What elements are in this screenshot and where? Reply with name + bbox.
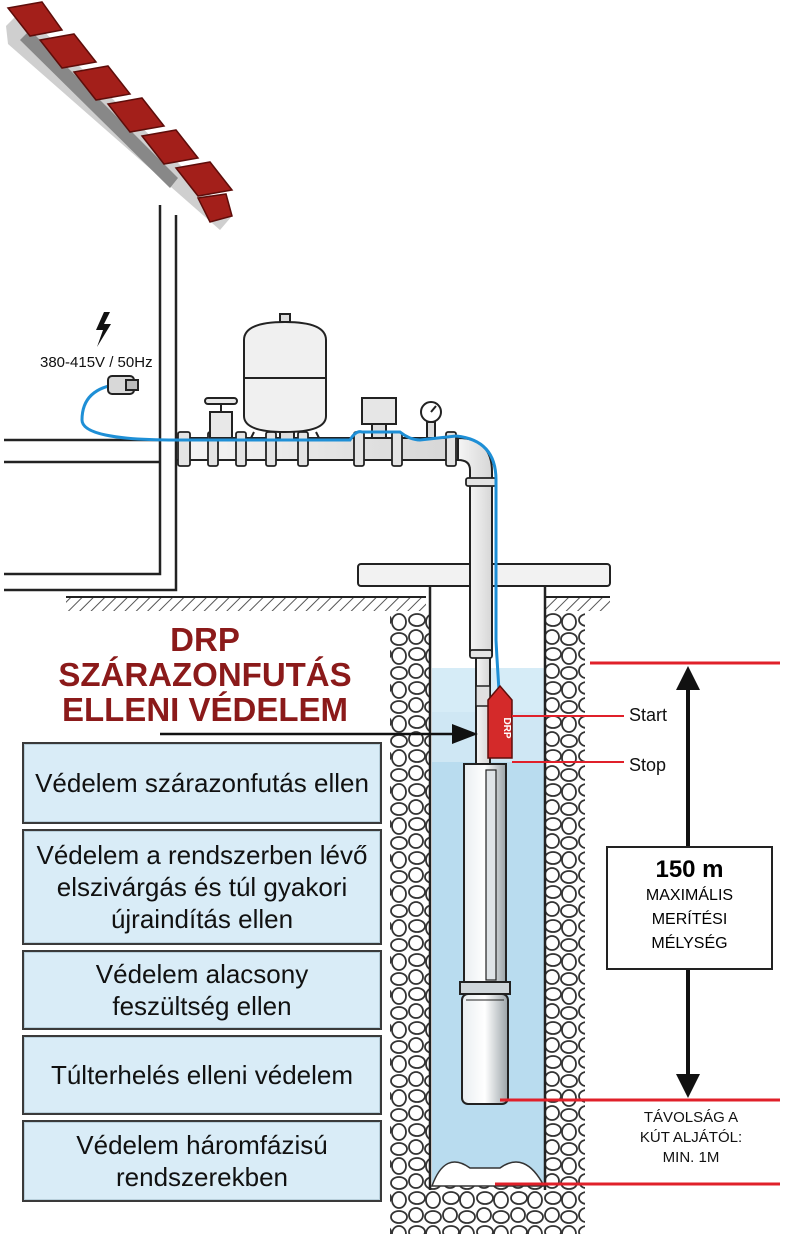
product-title-line1: DRP	[170, 621, 240, 658]
drp-sensor: DRP	[475, 684, 513, 759]
max-depth-box: 150 m MAXIMÁLIS MERÍTÉSI MÉLYSÉG	[606, 846, 773, 970]
ground-surface	[66, 596, 610, 611]
shutoff-valve-icon	[204, 397, 238, 439]
electricity-icon	[96, 312, 111, 347]
power-cable	[80, 382, 501, 691]
pressure-tank	[243, 313, 327, 441]
power-plug-icon	[107, 375, 139, 395]
feature-dry-run: Védelem szárazonfutás ellen	[22, 742, 382, 824]
product-title-line2: SZÁRAZONFUTÁS	[58, 656, 352, 693]
bottom-distance-line1: TÁVOLSÁG A	[643, 1109, 739, 1126]
drp-sensor-label: DRP	[501, 717, 512, 738]
pointer-arrow	[160, 724, 478, 744]
house-roof	[6, 1, 234, 230]
max-depth-line2: MERÍTÉSI	[651, 911, 728, 928]
feature-three-phase: Védelem háromfázisú rendszerekben	[22, 1120, 382, 1202]
feature-overload: Túlterhelés elleni védelem	[22, 1035, 382, 1115]
start-level-label: Start	[629, 705, 668, 725]
power-rating-label: 380-415V / 50Hz	[40, 354, 153, 371]
submersible-pump	[459, 763, 511, 1105]
depth-arrow	[676, 666, 700, 1098]
bottom-distance-line2: KÚT ALJÁTÓL:	[639, 1129, 743, 1146]
max-depth-value: 150 m	[655, 856, 724, 883]
feature-low-voltage: Védelem alacsony feszültség ellen	[22, 950, 382, 1030]
feature-leak-restart: Védelem a rendszerben lévő elszivárgás é…	[22, 829, 382, 945]
stop-level-label: Stop	[629, 755, 667, 775]
max-depth-line1: MAXIMÁLIS	[645, 887, 734, 904]
bottom-distance-label: TÁVOLSÁG A KÚT ALJÁTÓL: MIN. 1M	[596, 1108, 786, 1168]
max-depth-line3: MÉLYSÉG	[651, 935, 728, 952]
bottom-distance-line3: MIN. 1M	[662, 1149, 720, 1166]
product-title-line3: ELLENI VÉDELEM	[61, 691, 349, 728]
pressure-gauge-icon	[420, 401, 442, 439]
level-markers	[495, 661, 780, 1186]
